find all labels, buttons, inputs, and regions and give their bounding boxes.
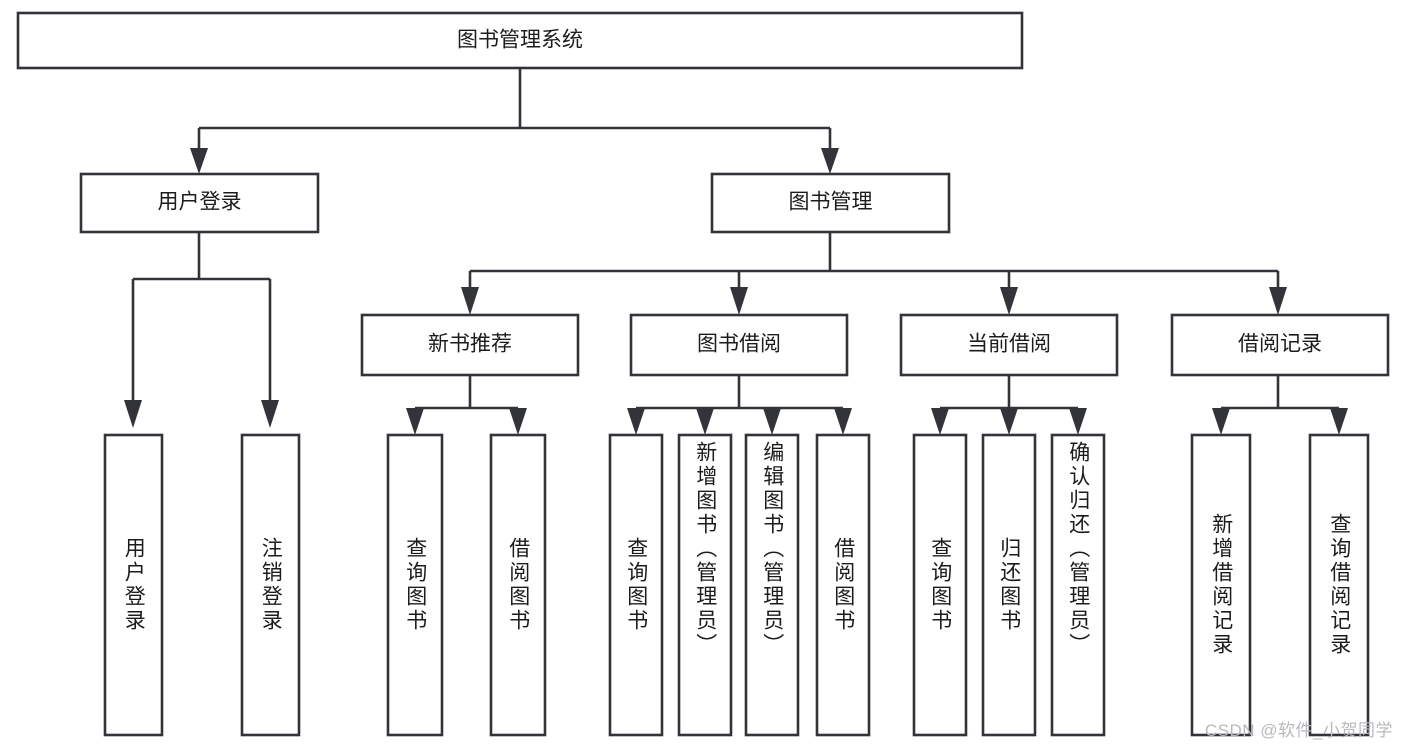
csdn-watermark: CSDN @软件_小贺同学 — [1204, 721, 1393, 740]
node-book-borrow-box[interactable] — [629, 313, 849, 377]
leaf-confirm-return-admin-box[interactable] — [1050, 433, 1106, 737]
arrow-head-book-borrow — [730, 287, 748, 315]
leaf-user-login-box[interactable] — [103, 433, 164, 737]
arrow-head-bookmgmt — [821, 148, 839, 174]
arrow-head-bookborrow-leaf-4 — [834, 408, 852, 435]
leaf-logout-box[interactable] — [240, 433, 301, 737]
arrow-head-currentborrow-leaf-3 — [1069, 408, 1087, 435]
node-current-borrow-label: 当前借阅 — [967, 333, 1051, 356]
arrow-head-currentborrow-leaf-2 — [1000, 408, 1018, 435]
arrow-head-bookborrow-leaf-2 — [696, 408, 714, 435]
leaf-add-book-admin-box[interactable] — [677, 433, 733, 737]
connector-group-bookmgmt — [461, 232, 1287, 315]
node-root-box[interactable] — [16, 11, 1024, 70]
arrow-head-userlogin — [190, 148, 208, 174]
arrow-head-user-login-leaf — [124, 400, 142, 428]
node-user-login-box[interactable] — [79, 172, 320, 234]
connector-group-userlogin — [124, 232, 279, 428]
node-book-management-box[interactable] — [710, 172, 951, 234]
arrow-head-borrow-record — [1269, 287, 1287, 315]
leaf-borrow-book-box[interactable] — [815, 433, 871, 737]
connector-group-new-book — [406, 375, 527, 435]
arrow-head-bookborrow-leaf-3 — [763, 408, 781, 435]
node-root-label: 图书管理系统 — [457, 29, 583, 52]
arrow-head-newbook-leaf-2 — [509, 408, 527, 435]
node-user-login-label: 用户登录 — [158, 191, 242, 214]
leaf-return-book-box[interactable] — [981, 433, 1037, 737]
leaf-edit-book-admin-box[interactable] — [744, 433, 800, 737]
leaf-add-borrow-record-box[interactable] — [1190, 433, 1252, 737]
node-book-management-label: 图书管理 — [789, 191, 873, 214]
arrow-head-borrowrecord-leaf-1 — [1212, 408, 1230, 435]
arrow-head-logout-leaf — [261, 400, 279, 428]
node-new-book-recommend-box[interactable] — [360, 313, 580, 377]
arrow-head-newbook-leaf-1 — [406, 408, 424, 435]
arrow-head-borrowrecord-leaf-2 — [1330, 408, 1348, 435]
connector-group-current-borrow — [931, 375, 1087, 435]
node-borrow-record-box[interactable] — [1170, 313, 1390, 377]
arrow-head-currentborrow-leaf-1 — [931, 408, 949, 435]
arrow-head-bookborrow-leaf-1 — [627, 408, 645, 435]
node-new-book-recommend-label: 新书推荐 — [428, 333, 512, 356]
node-current-borrow-box[interactable] — [899, 313, 1119, 377]
leaf-query-book-borrow-box[interactable] — [608, 433, 664, 737]
leaf-query-book-recommend-box[interactable] — [386, 433, 444, 737]
connector-group-root — [190, 68, 839, 174]
arrow-head-new-book — [461, 287, 479, 315]
arrow-head-current-borrow — [1000, 287, 1018, 315]
leaf-query-book-current-box[interactable] — [912, 433, 968, 737]
leaf-borrow-book-recommend-box[interactable] — [489, 433, 547, 737]
node-book-borrow-label: 图书借阅 — [697, 333, 781, 356]
node-borrow-record-label: 借阅记录 — [1238, 333, 1322, 356]
leaf-query-borrow-record-box[interactable] — [1308, 433, 1370, 737]
connector-group-book-borrow — [627, 375, 852, 435]
connector-group-borrow-record — [1212, 375, 1348, 435]
